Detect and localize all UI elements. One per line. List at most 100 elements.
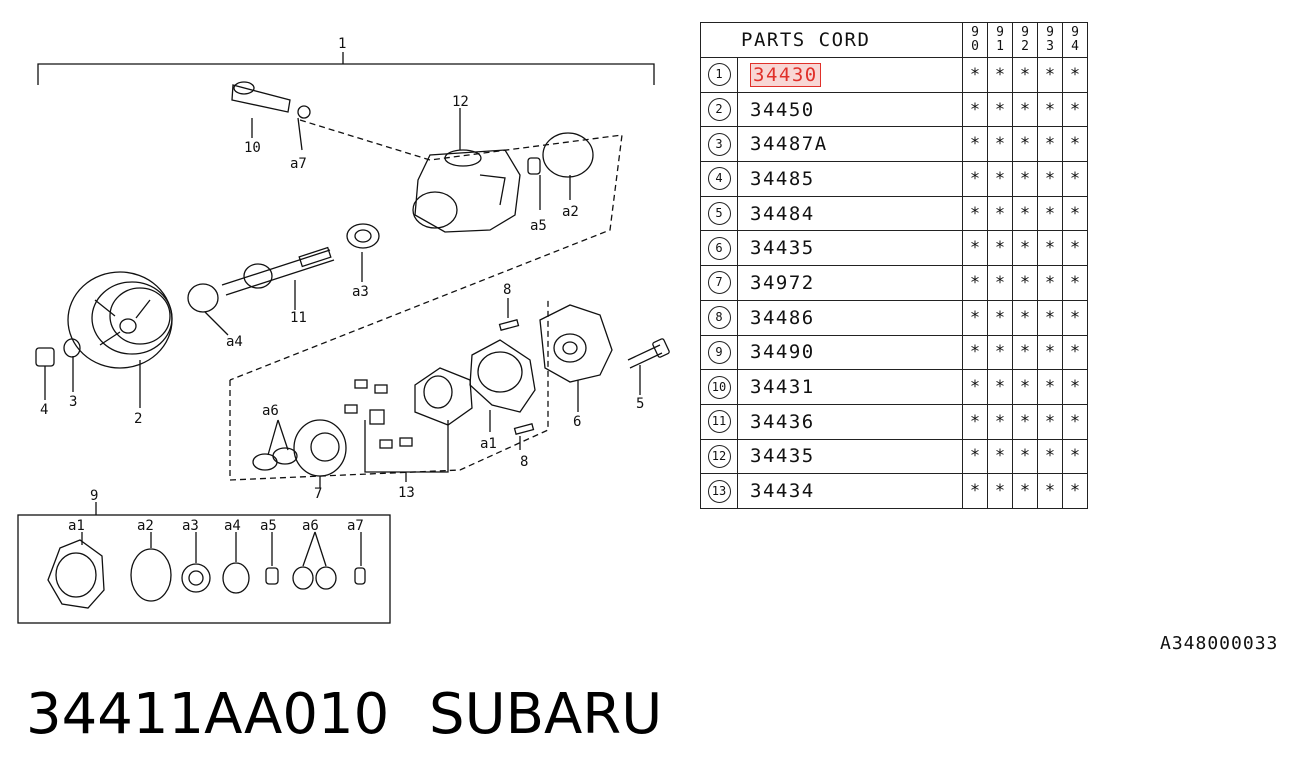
year-mark: * bbox=[1037, 161, 1063, 197]
year-mark: * bbox=[962, 299, 988, 336]
cam-ring-part bbox=[414, 367, 473, 426]
year-mark: * bbox=[1012, 473, 1038, 509]
part-code-cell: 34490 bbox=[737, 334, 963, 371]
index-circle: 5 bbox=[707, 202, 731, 226]
year-mark: * bbox=[1062, 126, 1088, 163]
year-mark: * bbox=[987, 369, 1013, 405]
assembly-bracket bbox=[37, 63, 655, 85]
parts-cord-header: PARTS CORD bbox=[700, 22, 963, 58]
shaft-part bbox=[221, 246, 335, 296]
year-mark: * bbox=[962, 195, 988, 232]
index-circle: 7 bbox=[707, 271, 731, 295]
year-mark: * bbox=[987, 57, 1013, 93]
year-mark: * bbox=[962, 473, 988, 509]
part-code[interactable]: 34490 bbox=[750, 341, 815, 364]
part-code[interactable]: 34486 bbox=[750, 306, 815, 329]
part-code[interactable]: 34484 bbox=[750, 202, 815, 225]
year-mark: * bbox=[962, 126, 988, 163]
part-code[interactable]: 34431 bbox=[750, 376, 815, 399]
label-2: 2 bbox=[134, 411, 142, 427]
row-index: 1 bbox=[700, 57, 738, 93]
label-a5: a5 bbox=[530, 218, 547, 234]
o-ring-a6-2 bbox=[272, 447, 298, 465]
part-code-cell: 34430 bbox=[737, 57, 963, 93]
year-mark: * bbox=[1037, 369, 1063, 405]
year-mark: * bbox=[1012, 299, 1038, 336]
part-code[interactable]: 34436 bbox=[750, 410, 815, 433]
year-mark: * bbox=[987, 91, 1013, 128]
year-mark: * bbox=[987, 265, 1013, 301]
part-code[interactable]: 34487A bbox=[750, 133, 828, 156]
kit-o-ring-small bbox=[354, 567, 366, 585]
brand-name: SUBARU bbox=[429, 682, 663, 747]
o-ring-a2 bbox=[542, 132, 594, 178]
year-mark: * bbox=[1037, 91, 1063, 128]
part-code[interactable]: 34485 bbox=[750, 167, 815, 190]
year-mark: * bbox=[1062, 265, 1088, 301]
row-index: 10 bbox=[700, 369, 738, 405]
year-mark: * bbox=[1062, 334, 1088, 371]
part-code[interactable]: 34972 bbox=[750, 271, 815, 294]
year-mark: * bbox=[1037, 403, 1063, 440]
index-circle: 3 bbox=[707, 132, 731, 156]
part-number: 34411AA010 bbox=[26, 682, 390, 747]
year-mark: * bbox=[987, 403, 1013, 440]
pulley-part bbox=[67, 271, 173, 369]
kit-snap-ring bbox=[222, 562, 250, 594]
kit-gasket bbox=[47, 539, 105, 609]
year-mark: * bbox=[1012, 57, 1038, 93]
part-code[interactable]: 34430 bbox=[750, 62, 821, 87]
part-code[interactable]: 34434 bbox=[750, 480, 815, 503]
year-mark: * bbox=[1012, 126, 1038, 163]
label-a7: a7 bbox=[290, 156, 307, 172]
year-mark: * bbox=[1037, 299, 1063, 336]
snap-ring-part bbox=[187, 283, 219, 313]
part-code-cell: 34487A bbox=[737, 126, 963, 163]
row-index: 2 bbox=[700, 91, 738, 128]
row-index: 8 bbox=[700, 299, 738, 336]
year-mark: * bbox=[962, 57, 988, 93]
year-mark: * bbox=[1037, 195, 1063, 232]
kit-seal bbox=[265, 567, 279, 585]
washer-part bbox=[63, 338, 81, 358]
bearing-part bbox=[346, 223, 380, 249]
part-code-cell: 34435 bbox=[737, 438, 963, 475]
seal-kit-box bbox=[17, 514, 391, 624]
row-index: 12 bbox=[700, 438, 738, 475]
year-mark: * bbox=[1012, 91, 1038, 128]
row-index: 7 bbox=[700, 265, 738, 301]
year-mark: * bbox=[962, 91, 988, 128]
part-code[interactable]: 34450 bbox=[750, 98, 815, 121]
part-code[interactable]: 34435 bbox=[750, 445, 815, 468]
part-code-cell: 34484 bbox=[737, 195, 963, 232]
year-mark: * bbox=[1062, 230, 1088, 267]
part-code[interactable]: 34435 bbox=[750, 237, 815, 260]
year-mark: * bbox=[987, 438, 1013, 475]
row-index: 4 bbox=[700, 161, 738, 197]
year-mark: * bbox=[987, 161, 1013, 197]
year-mark: * bbox=[962, 438, 988, 475]
label-6: 6 bbox=[573, 414, 581, 430]
year-mark: * bbox=[1062, 161, 1088, 197]
year-mark: * bbox=[987, 126, 1013, 163]
label-11: 11 bbox=[290, 310, 307, 326]
kit-label-a7: a7 bbox=[347, 518, 364, 534]
year-mark: * bbox=[987, 473, 1013, 509]
